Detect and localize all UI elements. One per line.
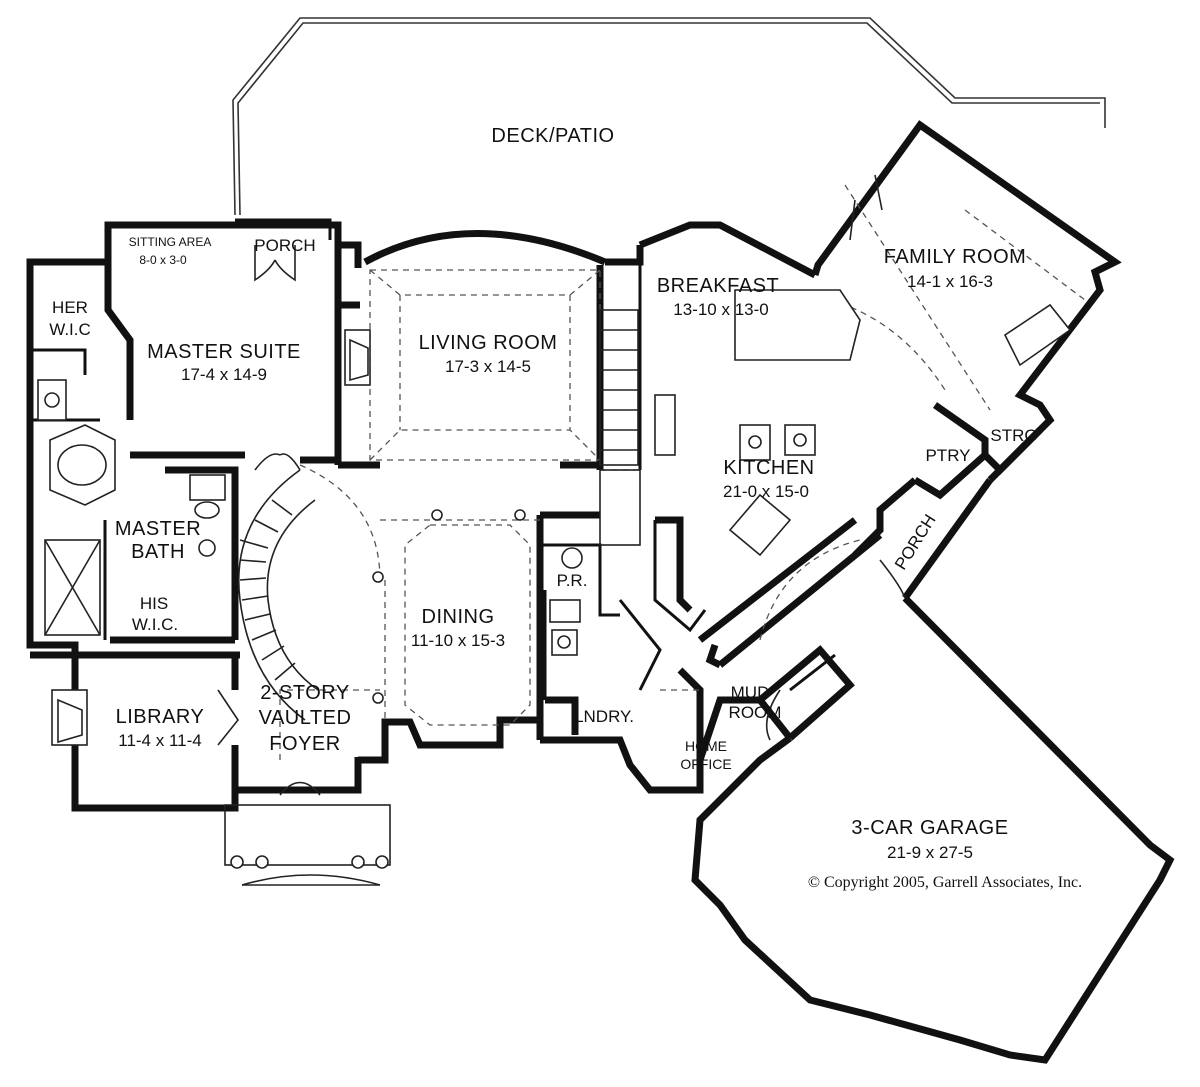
home-office-label-1: HOME (685, 738, 727, 754)
family-room-label: FAMILY ROOM (884, 246, 1027, 268)
garage-label: 3-CAR GARAGE (851, 817, 1008, 839)
master-bath-label-1: MASTER (115, 518, 201, 540)
dining-dims: 11-10 x 15-3 (411, 631, 505, 650)
dining-label: DINING (422, 606, 495, 628)
home-office-label-2: OFFICE (680, 756, 731, 772)
room-labels: DECK/PATIO SITTING AREA 8-0 x 3-0 PORCH … (49, 125, 1082, 891)
library-dims: 11-4 x 11-4 (118, 731, 201, 750)
library-label: LIBRARY (116, 706, 205, 728)
family-room-dims: 14-1 x 16-3 (907, 272, 993, 291)
foyer-label-2: VAULTED (259, 707, 352, 729)
deck-patio-label: DECK/PATIO (491, 125, 614, 147)
kitchen-dims: 21-0 x 15-0 (723, 482, 809, 501)
her-wic-label-1: HER (52, 298, 88, 317)
garage-dims: 21-9 x 27-5 (887, 843, 973, 862)
foyer-label-3: FOYER (269, 733, 340, 755)
laundry-label: LNDRY. (574, 707, 634, 726)
living-room-label: LIVING ROOM (419, 332, 558, 354)
stairs (238, 309, 641, 721)
powder-room-label: P.R. (557, 571, 588, 590)
foyer-label-1: 2-STORY (260, 682, 349, 704)
copyright-notice: © Copyright 2005, Garrell Associates, In… (808, 874, 1082, 891)
sitting-area-label: SITTING AREA (129, 235, 212, 249)
breakfast-label: BREAKFAST (657, 275, 779, 297)
master-suite-label: MASTER SUITE (147, 341, 301, 363)
his-wic-label-1: HIS (140, 594, 168, 613)
strg-label: STRG (990, 426, 1037, 445)
his-wic-label-2: W.I.C. (132, 615, 178, 634)
master-bath-label-2: BATH (131, 541, 185, 563)
interior-walls (30, 245, 883, 790)
mud-room-label-1: MUD (731, 683, 770, 702)
mud-room-label-2: ROOM (729, 703, 782, 722)
ptry-label: PTRY (925, 446, 970, 465)
kitchen-label: KITCHEN (723, 457, 814, 479)
porch-rear-label: PORCH (254, 236, 315, 255)
fixtures (37, 174, 1072, 886)
living-room-dims: 17-3 x 14-5 (445, 357, 531, 376)
deck-outline (232, 17, 1106, 216)
sitting-area-dims: 8-0 x 3-0 (139, 253, 187, 267)
master-suite-dims: 17-4 x 14-9 (181, 365, 267, 384)
breakfast-dims: 13-10 x 13-0 (673, 300, 768, 319)
her-wic-label-2: W.I.C (49, 320, 91, 339)
